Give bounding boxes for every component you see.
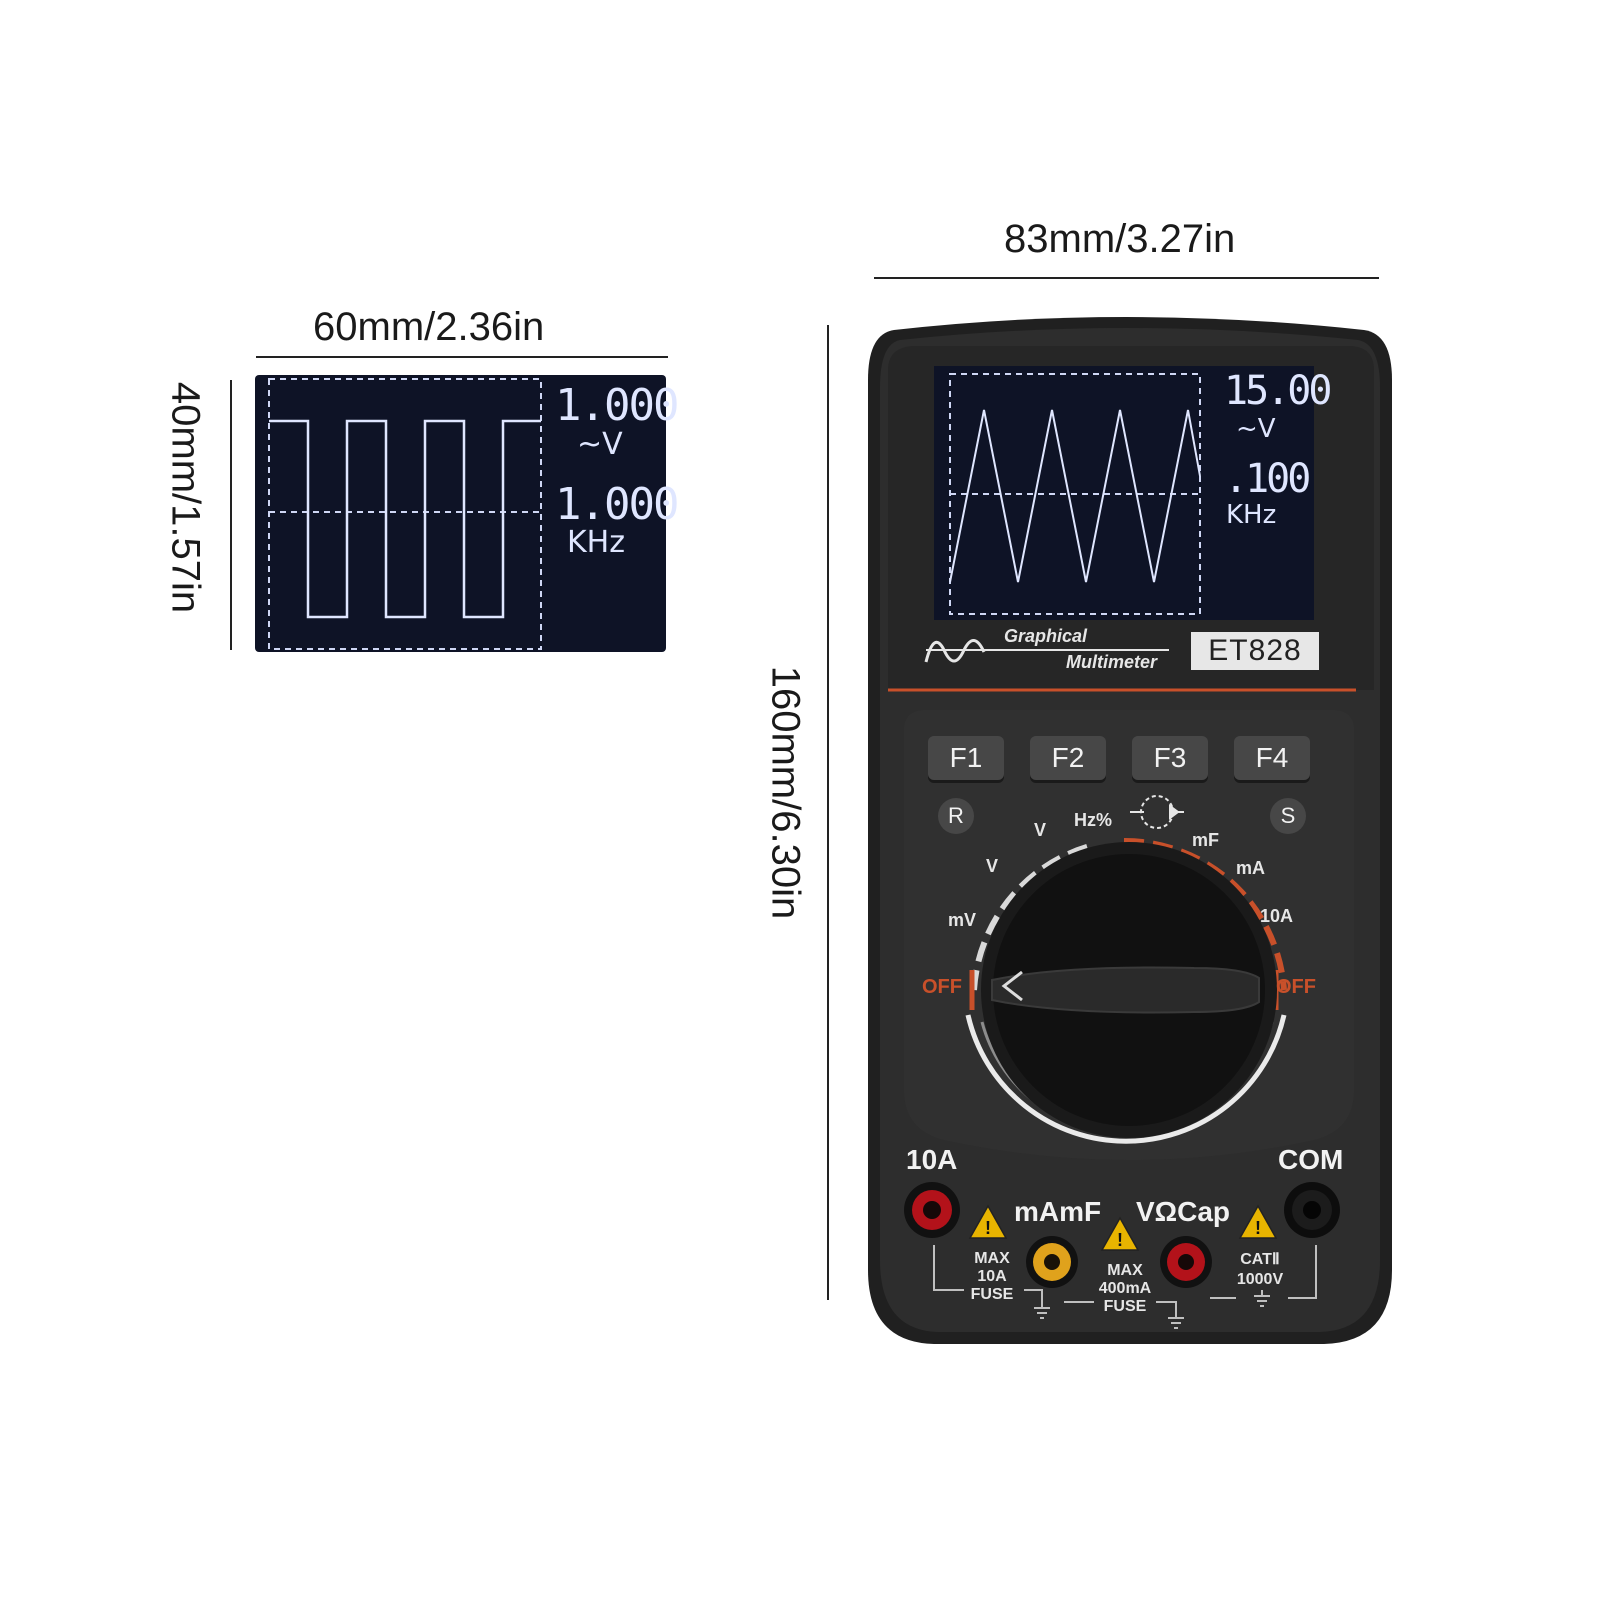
warn-10a-text: MAX 10A FUSE — [962, 1250, 1022, 1304]
warn-cat-line-2: 1000V — [1236, 1271, 1284, 1288]
dial-hz[interactable]: Hz% — [1074, 810, 1113, 830]
dial-10a[interactable]: 10A — [1260, 906, 1294, 926]
device-frequency-readout: .100 — [1224, 456, 1311, 502]
device-screen: 15.00 ~V .100 KHz — [934, 366, 1332, 620]
dial-v-dc[interactable]: V — [986, 856, 999, 876]
device-waveform — [949, 373, 1201, 615]
dial-mf[interactable]: mF — [1192, 830, 1219, 850]
jack-label-com: COM — [1278, 1144, 1344, 1175]
jack-com[interactable] — [1284, 1182, 1340, 1238]
wave-logo-icon — [924, 639, 986, 663]
device-voltage-readout: 15.00 — [1224, 368, 1332, 414]
jack-label-mamf: mAmF — [1014, 1196, 1102, 1227]
closeup-voltage-unit: ~V — [577, 427, 623, 462]
warning-icon-10a: ! — [968, 1204, 1008, 1239]
warn-ma-line-3: FUSE — [1103, 1298, 1147, 1315]
device-width-line — [874, 277, 1379, 279]
warning-icon-cat: ! — [1238, 1204, 1278, 1239]
closeup-screen: 1.000 ~V 1.000 KHz — [255, 375, 679, 652]
closeup-voltage-readout: 1.000 — [555, 380, 679, 431]
f1-key[interactable]: F1 — [928, 736, 1004, 780]
warn-10a-line-2: 10A — [977, 1268, 1007, 1285]
warn-ma-line-2: 400mA — [1098, 1280, 1152, 1297]
brand-line-2: Multimeter — [1066, 652, 1158, 672]
dial-v-ac[interactable]: V — [1034, 820, 1047, 840]
screen-width-dimension: 60mm/2.36in — [313, 305, 545, 349]
model-badge: ET828 — [1208, 634, 1302, 667]
r-button[interactable]: R — [938, 798, 974, 834]
jack-vocap[interactable] — [1160, 1236, 1212, 1288]
dial-off-right[interactable]: OFF — [1276, 976, 1316, 998]
svg-text:!: ! — [1255, 1218, 1261, 1238]
svg-text:!: ! — [985, 1218, 991, 1238]
device-width-dimension: 83mm/3.27in — [1004, 217, 1236, 261]
closeup-frequency-readout: 1.000 — [555, 479, 679, 530]
jack-10a[interactable] — [904, 1182, 960, 1238]
brand-line-1: Graphical — [1004, 626, 1088, 646]
warn-ma-text: MAX 400mA FUSE — [1090, 1262, 1160, 1316]
cap-diode-icon — [1130, 795, 1184, 829]
device-frequency-unit: KHz — [1226, 500, 1277, 530]
warning-icon-ma: ! — [1100, 1216, 1140, 1251]
dial-mv[interactable]: mV — [948, 910, 977, 930]
f3-key[interactable]: F3 — [1132, 736, 1208, 780]
closeup-waveform — [268, 378, 542, 650]
warn-10a-line-3: FUSE — [970, 1286, 1014, 1303]
warn-ma-line-1: MAX — [1107, 1262, 1143, 1279]
jack-label-vocap: VΩCap — [1136, 1196, 1231, 1227]
f2-key[interactable]: F2 — [1030, 736, 1106, 780]
svg-text:!: ! — [1117, 1230, 1123, 1250]
warn-10a-line-1: MAX — [974, 1250, 1010, 1267]
device-voltage-unit: ~V — [1236, 414, 1276, 444]
device-height-line — [827, 325, 829, 1300]
s-button[interactable]: S — [1270, 798, 1306, 834]
dial-ma[interactable]: mA — [1236, 858, 1266, 878]
multimeter-device: ! ! ! 15.00 ~V .100 KHz — [864, 310, 1394, 1350]
screen-height-dimension: 40mm/1.57in — [163, 381, 208, 614]
screen-height-line — [230, 380, 232, 650]
warn-cat-line-1: CATⅡ — [1240, 1251, 1280, 1268]
jack-label-10a: 10A — [906, 1144, 958, 1175]
screen-width-line — [256, 356, 668, 358]
dial-off-left[interactable]: OFF — [922, 976, 962, 998]
jack-mamf[interactable] — [1026, 1236, 1078, 1288]
device-height-dimension: 160mm/6.30in — [763, 665, 808, 920]
warn-cat-text: CATⅡ 1000V — [1228, 1250, 1292, 1290]
f4-key[interactable]: F4 — [1234, 736, 1310, 780]
closeup-frequency-unit: KHz — [567, 525, 625, 560]
